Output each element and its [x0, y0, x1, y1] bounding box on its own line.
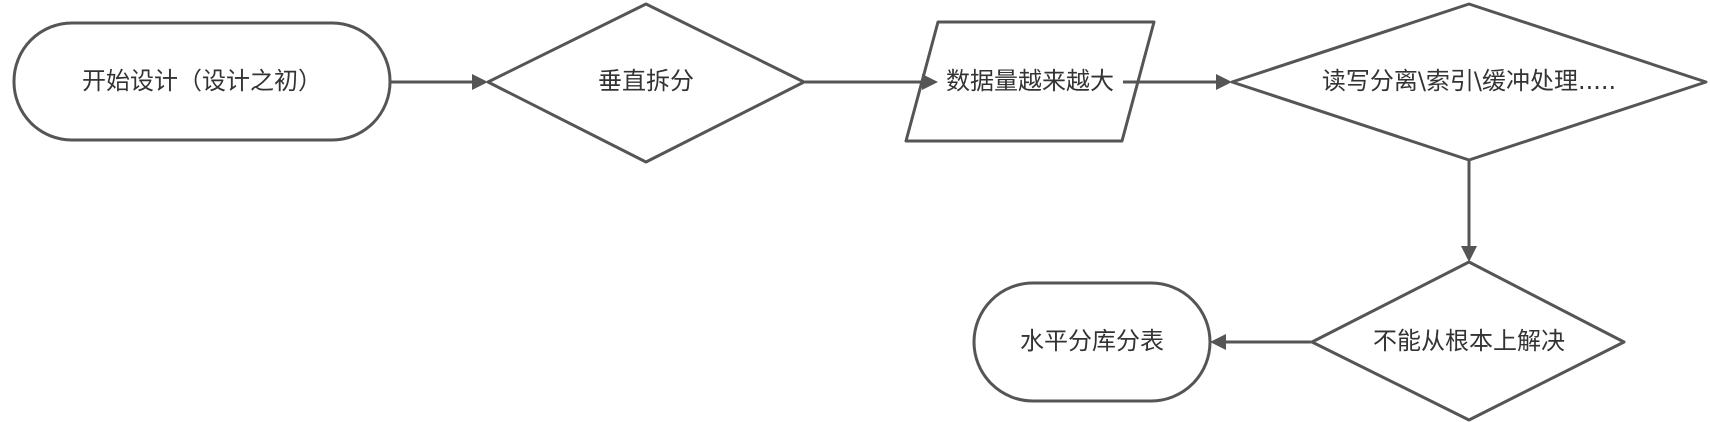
decision-shape	[1230, 2, 1708, 162]
edge-not-root-solution-to-horizontal-sharding	[1210, 334, 1311, 350]
node-start-label: 开始设计（设计之初）	[82, 67, 322, 95]
node-not-root-solution: 不能从根本上解决	[1310, 260, 1626, 422]
edge-data-growth-to-optimizations	[1123, 74, 1232, 90]
arrowhead	[922, 74, 938, 90]
node-horizontal-sharding: 水平分库分表	[972, 281, 1212, 403]
arrowhead	[1216, 74, 1232, 90]
edge-vertical-split-to-data-growth	[805, 74, 938, 90]
node-data-growth: 数据量越来越大	[904, 20, 1156, 143]
edge-optimizations-to-not-root-solution	[1461, 161, 1477, 262]
node-vertical-split: 垂直拆分	[486, 2, 806, 164]
decision-shape	[486, 2, 806, 164]
node-optimizations: 读写分离\索引\缓冲处理.....	[1230, 2, 1708, 162]
edge-start-to-vertical-split	[391, 74, 488, 90]
arrowhead	[1210, 334, 1226, 350]
decision-shape	[1310, 260, 1626, 422]
node-horizontal-sharding-label: 水平分库分表	[1020, 327, 1164, 355]
node-optimizations-label: 读写分离\索引\缓冲处理.....	[1322, 67, 1616, 95]
node-data-growth-label: 数据量越来越大	[946, 67, 1114, 95]
node-start: 开始设计（设计之初）	[12, 21, 392, 142]
arrowhead	[1461, 246, 1477, 262]
node-vertical-split-label: 垂直拆分	[598, 67, 694, 95]
arrowhead	[472, 74, 488, 90]
terminator-shape	[12, 21, 392, 142]
node-not-root-solution-label: 不能从根本上解决	[1373, 327, 1565, 355]
parallelogram-shape	[904, 20, 1156, 143]
